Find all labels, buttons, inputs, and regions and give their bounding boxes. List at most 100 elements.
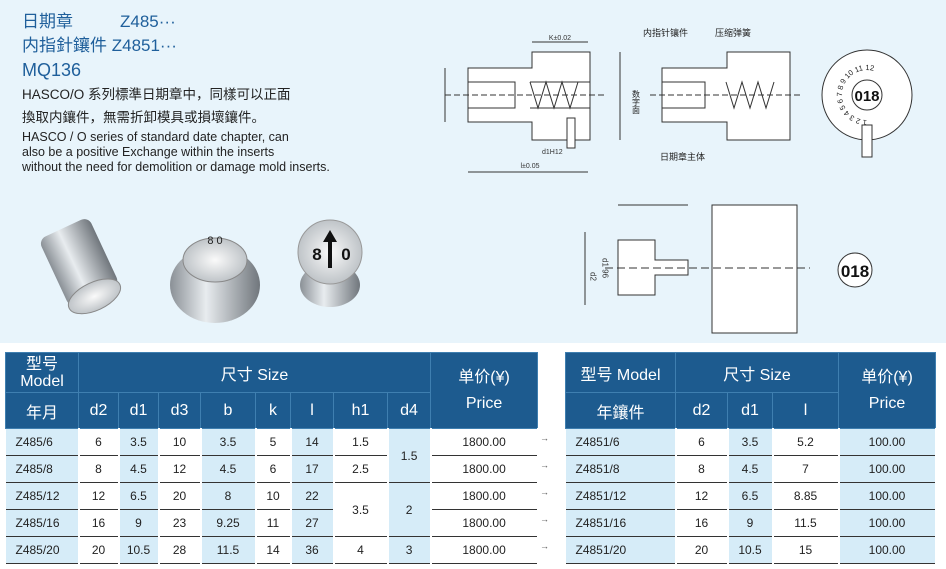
k-cell: 14 xyxy=(255,536,292,564)
dim-k: K±0.02 xyxy=(549,35,571,42)
d2-cell: 20 xyxy=(78,536,120,564)
face-view: 1 2 3 4 5 6 7 8 9 10 11 12 018 xyxy=(821,49,913,158)
header-model-cn: 型号 xyxy=(25,355,58,373)
d1-cell: 10.5 xyxy=(118,536,160,564)
l-cell: 22 xyxy=(290,482,335,510)
l-cell: 7 xyxy=(772,455,840,483)
desc-cn-1: HASCO/O 系列標準日期章中，同樣可以正面 xyxy=(22,87,291,102)
header-model-en: Model xyxy=(20,372,64,390)
header-year-month: 年月 xyxy=(5,392,79,429)
header-price-en: Price xyxy=(465,394,503,412)
d1-cell: 9 xyxy=(727,509,774,537)
h1-cell: 4 xyxy=(333,536,389,564)
header-size: 尺寸 Size xyxy=(675,352,839,393)
arrow-icon: → xyxy=(540,460,549,470)
price-cell: 1800.00 xyxy=(430,482,539,510)
model-cell: Z485/8 xyxy=(5,455,80,483)
h1-cell: 3.5 xyxy=(333,482,389,537)
arrow-icon: → xyxy=(540,514,549,524)
face-digits: 018 xyxy=(854,88,879,105)
d2-cell: 6 xyxy=(78,428,120,456)
model-cell: Z485/20 xyxy=(5,536,80,564)
d1-cell: 10.5 xyxy=(727,536,774,564)
model-cell: Z485/12 xyxy=(5,482,80,510)
d2-cell: 20 xyxy=(675,536,729,564)
price-cell: 100.00 xyxy=(838,455,937,483)
intro-text: 日期章 Z485··· 内指針鑲件 Z4851··· MQ136 HASCO/O … xyxy=(22,10,330,175)
l-cell: 36 xyxy=(290,536,335,564)
d3-cell: 12 xyxy=(158,455,202,483)
model-cell: Z4851/8 xyxy=(565,455,677,483)
price-cell: 1800.00 xyxy=(430,455,539,483)
model-cell: Z4851/6 xyxy=(565,428,677,456)
b-cell: 4.5 xyxy=(200,455,257,483)
k-cell: 6 xyxy=(255,455,292,483)
header-b: b xyxy=(200,392,256,429)
price-cell: 100.00 xyxy=(838,482,937,510)
header-d1: d1 xyxy=(727,392,773,429)
svg-text:0: 0 xyxy=(341,245,350,264)
model-cell: Z485/6 xyxy=(5,428,80,456)
section-view-1: K±0.02 l±0.05 d1H12 xyxy=(444,35,621,173)
svg-text:8: 8 xyxy=(312,245,321,264)
d2-cell: 16 xyxy=(675,509,729,537)
code-mq136: MQ136 xyxy=(22,60,82,80)
code-z485: Z485··· xyxy=(120,12,176,31)
header-d3: d3 xyxy=(158,392,201,429)
arrow-icon: → xyxy=(540,487,549,497)
h1-cell: 2.5 xyxy=(333,455,389,483)
b-cell: 3.5 xyxy=(200,428,257,456)
d2-cell: 8 xyxy=(78,455,120,483)
price-cell: 100.00 xyxy=(838,536,937,564)
l-cell: 27 xyxy=(290,509,335,537)
header-price-cn: 单价(¥) xyxy=(861,368,913,386)
price-cell: 1800.00 xyxy=(430,428,539,456)
header-d1: d1 xyxy=(118,392,159,429)
dim-l: l±0.05 xyxy=(520,163,539,170)
desc-en-1: HASCO / O series of standard date chapte… xyxy=(22,130,289,144)
arrow-icon: → xyxy=(540,541,549,551)
insert-face-digits: 018 xyxy=(841,262,869,281)
d2-cell: 6 xyxy=(675,428,729,456)
header-h1: h1 xyxy=(333,392,388,429)
header-d2: d2 xyxy=(675,392,728,429)
d1-cell: 6.5 xyxy=(727,482,774,510)
code-z4851: Z4851··· xyxy=(111,36,177,55)
header-l: l xyxy=(290,392,334,429)
price-cell: 1800.00 xyxy=(430,509,539,537)
header-k: k xyxy=(255,392,291,429)
label-face: 数字面 xyxy=(632,89,641,115)
dim-d1h12: d1H12 xyxy=(542,149,563,156)
header-size: 尺寸 Size xyxy=(77,352,432,393)
header-price-en: Price xyxy=(868,394,906,412)
d3-cell: 10 xyxy=(158,428,202,456)
h1-cell: 1.5 xyxy=(333,428,389,456)
section-view-2: 内指针镶件 压缩弹簧 日期章主体 数字面 xyxy=(632,27,800,162)
dim-d2: d2 xyxy=(589,272,598,281)
k-cell: 11 xyxy=(255,509,292,537)
photo-insert: 8 0 xyxy=(297,219,363,307)
price-cell: 100.00 xyxy=(838,428,937,456)
d1-cell: 4.5 xyxy=(118,455,160,483)
d1-cell: 6.5 xyxy=(118,482,160,510)
photo-stamp-side xyxy=(40,219,122,315)
title-date-stamp: 日期章 xyxy=(22,12,73,31)
l-cell: 14 xyxy=(290,428,335,456)
header-d4: d4 xyxy=(386,392,432,429)
header-insert: 年鑲件 xyxy=(565,392,676,429)
header-price-cn: 单价(¥) xyxy=(458,368,510,386)
d4-cell: 1.5 xyxy=(387,428,432,483)
label-spring: 压缩弹簧 xyxy=(715,27,751,38)
model-cell: Z4851/16 xyxy=(565,509,677,537)
d2-cell: 12 xyxy=(78,482,120,510)
title-insert: 内指針鑲件 xyxy=(22,36,107,55)
